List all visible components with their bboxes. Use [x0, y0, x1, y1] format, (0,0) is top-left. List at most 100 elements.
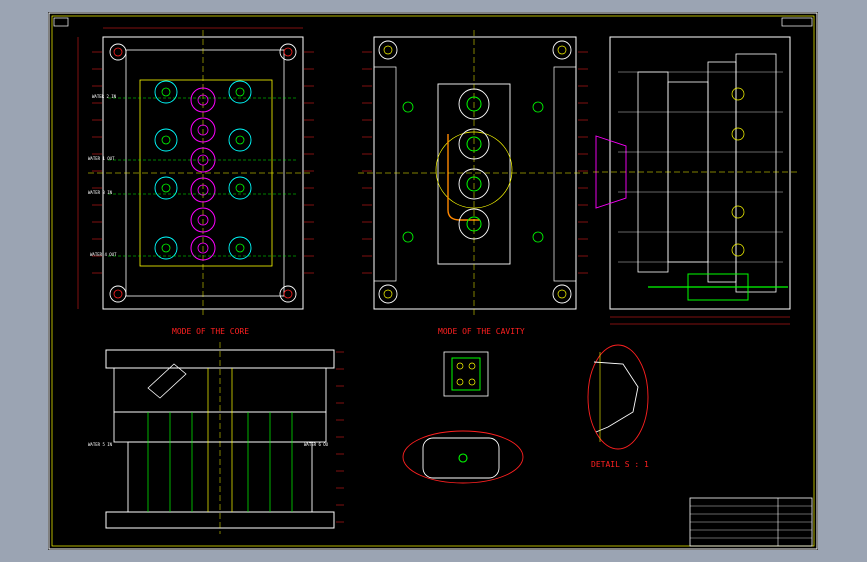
cavity-ring: [458, 168, 490, 200]
mold-drawing: MODE OF THE CORE WATER 2 IN WATER 1 OUT …: [48, 12, 818, 550]
cavity-plan-view: [358, 30, 588, 317]
section-water-left: WATER 5 IN: [88, 442, 113, 447]
cavity-guide-bushing: [383, 45, 393, 55]
cavity-side-pin: [402, 231, 414, 243]
water-label-1: WATER 2 IN: [92, 94, 117, 99]
core-side-pin: [235, 183, 245, 193]
core-cavity-core: [197, 94, 209, 106]
mold-side-view: [593, 36, 800, 325]
section-dimensions: [336, 351, 344, 523]
core-plan-view: [77, 27, 314, 317]
side-pin-circle: [731, 87, 745, 101]
side-outline: [609, 36, 791, 310]
core-guide-hole: [109, 43, 127, 61]
drawing-canvas[interactable]: MODE OF THE CORE WATER 2 IN WATER 1 OUT …: [48, 12, 818, 550]
core-side-ring: [154, 128, 178, 152]
insert-hole-3: [456, 378, 464, 386]
detail-view: [587, 344, 649, 450]
insert-part-body: [443, 351, 489, 397]
product-part-view: [402, 430, 524, 484]
core-side-pin: [161, 183, 171, 193]
core-cooling-lines: [108, 97, 298, 257]
core-guide-bushing: [113, 47, 123, 57]
core-side-ring: [228, 128, 252, 152]
sheet-inner-border: [51, 15, 815, 547]
core-side-pin: [161, 87, 171, 97]
water-label-3: WATER 3 IN: [88, 190, 113, 195]
insert-hole-1: [456, 362, 464, 370]
product-outline: [402, 430, 524, 484]
side-bottom-springs: [648, 273, 788, 301]
top-corner-box-right: [781, 17, 813, 27]
core-cavity-core: [197, 214, 209, 226]
core-side-ring: [228, 80, 252, 104]
side-dimensions: [610, 316, 790, 325]
product-body: [422, 437, 500, 479]
cavity-ring: [458, 208, 490, 240]
section-ejector-pins: [147, 368, 293, 512]
sheet-frame: [48, 12, 818, 550]
core-side-ring: [154, 176, 178, 200]
core-corner-holes: [109, 43, 297, 303]
detail-circle: [587, 344, 649, 450]
detail-view-title: DETAIL S : 1: [591, 460, 649, 469]
cavity-side-pin: [532, 101, 544, 113]
side-pin-circle: [731, 127, 745, 141]
cavity-core: [466, 96, 482, 112]
core-cavity-ring: [190, 87, 216, 113]
cavity-ring: [458, 128, 490, 160]
cavity-core: [466, 216, 482, 232]
core-guide-hole: [109, 285, 127, 303]
core-guide-bushing: [283, 289, 293, 299]
core-side-pin: [235, 87, 245, 97]
core-cavity-ring: [190, 177, 216, 203]
cavity-left-rail: [373, 66, 397, 282]
cavity-right-rail: [553, 66, 577, 282]
angled-slider: [147, 363, 187, 399]
core-side-ring: [228, 176, 252, 200]
core-guide-bushing: [283, 47, 293, 57]
cavity-guide-hole: [378, 284, 398, 304]
insert-hole-2: [468, 362, 476, 370]
core-guide-hole: [279, 43, 297, 61]
core-side-ring: [154, 236, 178, 260]
core-cavity-ring: [190, 117, 216, 143]
cavity-core: [466, 136, 482, 152]
front-section-view: [105, 342, 344, 534]
water-label-4: WATER 4 OUT: [90, 252, 117, 257]
core-side-pin: [161, 135, 171, 145]
core-view-title: MODE OF THE CORE: [172, 327, 249, 336]
core-side-ring: [228, 236, 252, 260]
cavity-guide-hole: [552, 284, 572, 304]
cavity-ring: [458, 88, 490, 120]
cavity-gate-circles: [402, 88, 544, 243]
core-side-ring: [154, 80, 178, 104]
cavity-guide-bushing: [557, 289, 567, 299]
sprue-bushing: [595, 135, 627, 209]
core-side-pin: [235, 135, 245, 145]
product-gate: [458, 453, 468, 463]
detail-profile: [593, 361, 639, 433]
cavity-guide-bushing: [557, 45, 567, 55]
cavity-core: [466, 176, 482, 192]
core-cavity-core: [197, 242, 209, 254]
cavity-corner-holes: [378, 40, 572, 304]
cavity-guide-hole: [378, 40, 398, 60]
cavity-guide-bushing: [383, 289, 393, 299]
side-bolts: [618, 71, 783, 263]
cavity-side-pin: [532, 231, 544, 243]
section-water-right: WATER 6 OU: [304, 442, 329, 447]
core-side-pin: [161, 243, 171, 253]
core-cavity-core: [197, 184, 209, 196]
cavity-runner-path: [447, 134, 480, 221]
core-cavity-core: [197, 124, 209, 136]
core-guide-bushing: [113, 289, 123, 299]
core-dimensions: [77, 27, 314, 309]
core-cavity-ring: [190, 235, 216, 261]
insert-detail-view: [443, 351, 489, 397]
side-pin-circle: [731, 243, 745, 257]
core-cavity-ring: [190, 207, 216, 233]
cavity-view-title: MODE OF THE CAVITY: [438, 327, 525, 336]
top-corner-box-left: [53, 17, 69, 27]
